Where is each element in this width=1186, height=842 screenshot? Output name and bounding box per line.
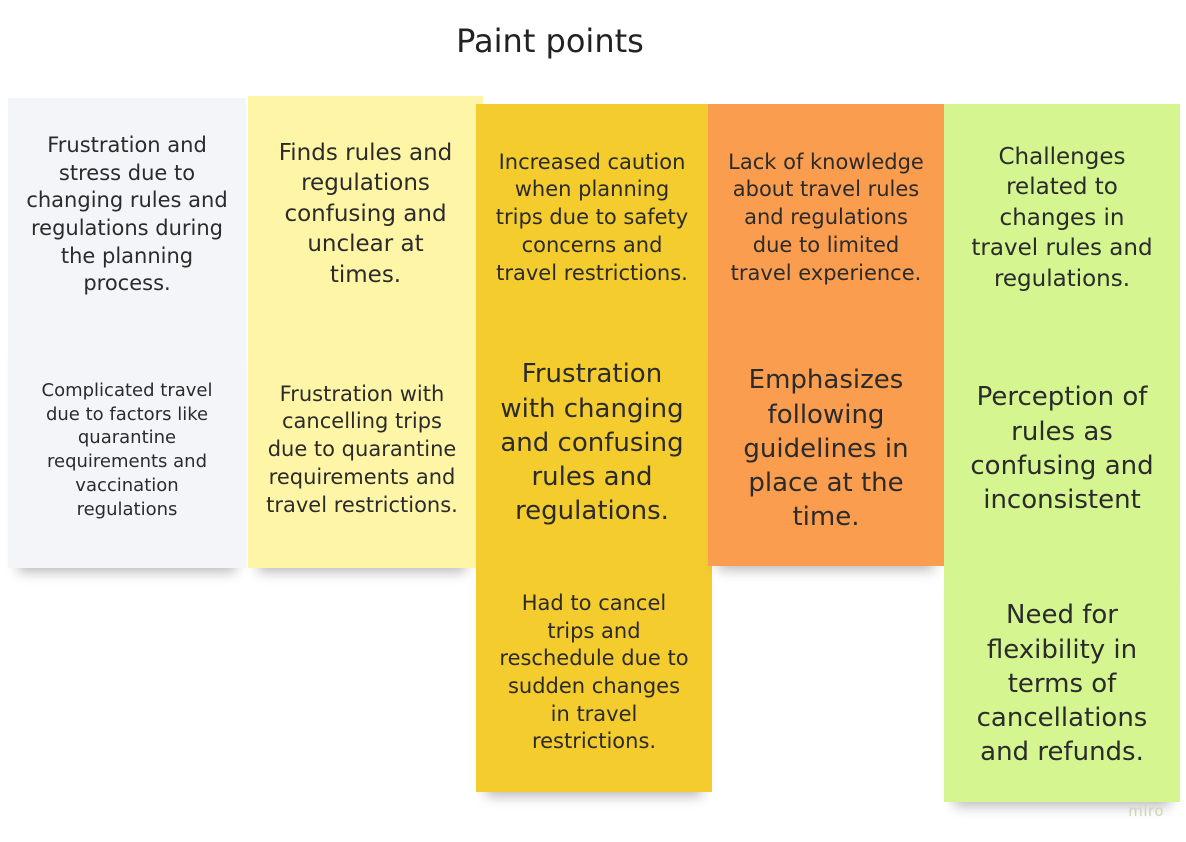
sticky-note-text: Frustration with cancelling trips due to… [266, 381, 458, 517]
board-title: Paint points [456, 22, 644, 60]
sticky-note-lightyellow-1[interactable]: Finds rules and regulations confusing an… [248, 96, 483, 332]
miro-watermark: miro [1128, 802, 1164, 820]
sticky-note-green-1[interactable]: Challenges related to changes in travel … [944, 104, 1180, 332]
sticky-note-green-2[interactable]: Perception of rules as confusing and inc… [944, 332, 1180, 566]
sticky-note-text: Perception of rules as confusing and inc… [970, 382, 1154, 516]
sticky-note-text: Need for flexibility in terms of cancell… [976, 600, 1148, 768]
sticky-note-text: Frustration with changing and confusing … [500, 359, 684, 527]
sticky-note-text: Emphasizes following guidelines in place… [743, 365, 909, 533]
sticky-note-orange-2[interactable]: Emphasizes following guidelines in place… [708, 332, 944, 566]
sticky-note-text: Finds rules and regulations confusing an… [278, 140, 453, 288]
sticky-note-text: Frustration and stress due to changing r… [26, 132, 228, 296]
sticky-note-yellow-1[interactable]: Increased caution when planning trips du… [476, 104, 708, 332]
sticky-note-white-1[interactable]: Frustration and stress due to changing r… [8, 98, 246, 332]
sticky-note-green-3[interactable]: Need for flexibility in terms of cancell… [944, 566, 1180, 802]
sticky-note-yellow-3[interactable]: Had to cancel trips and reschedule due t… [476, 554, 712, 792]
sticky-note-lightyellow-2[interactable]: Frustration with cancelling trips due to… [248, 332, 476, 568]
sticky-note-orange-1[interactable]: Lack of knowledge about travel rules and… [708, 104, 944, 332]
sticky-note-yellow-2[interactable]: Frustration with changing and confusing … [476, 332, 708, 554]
sticky-note-text: Increased caution when planning trips du… [495, 149, 689, 285]
sticky-note-text: Lack of knowledge about travel rules and… [728, 149, 924, 285]
sticky-note-text: Challenges related to changes in travel … [971, 144, 1153, 292]
sticky-note-text: Had to cancel trips and reschedule due t… [499, 590, 689, 754]
sticky-note-white-2[interactable]: Complicated travel due to factors like q… [8, 332, 246, 568]
sticky-note-text: Complicated travel due to factors like q… [41, 379, 213, 520]
